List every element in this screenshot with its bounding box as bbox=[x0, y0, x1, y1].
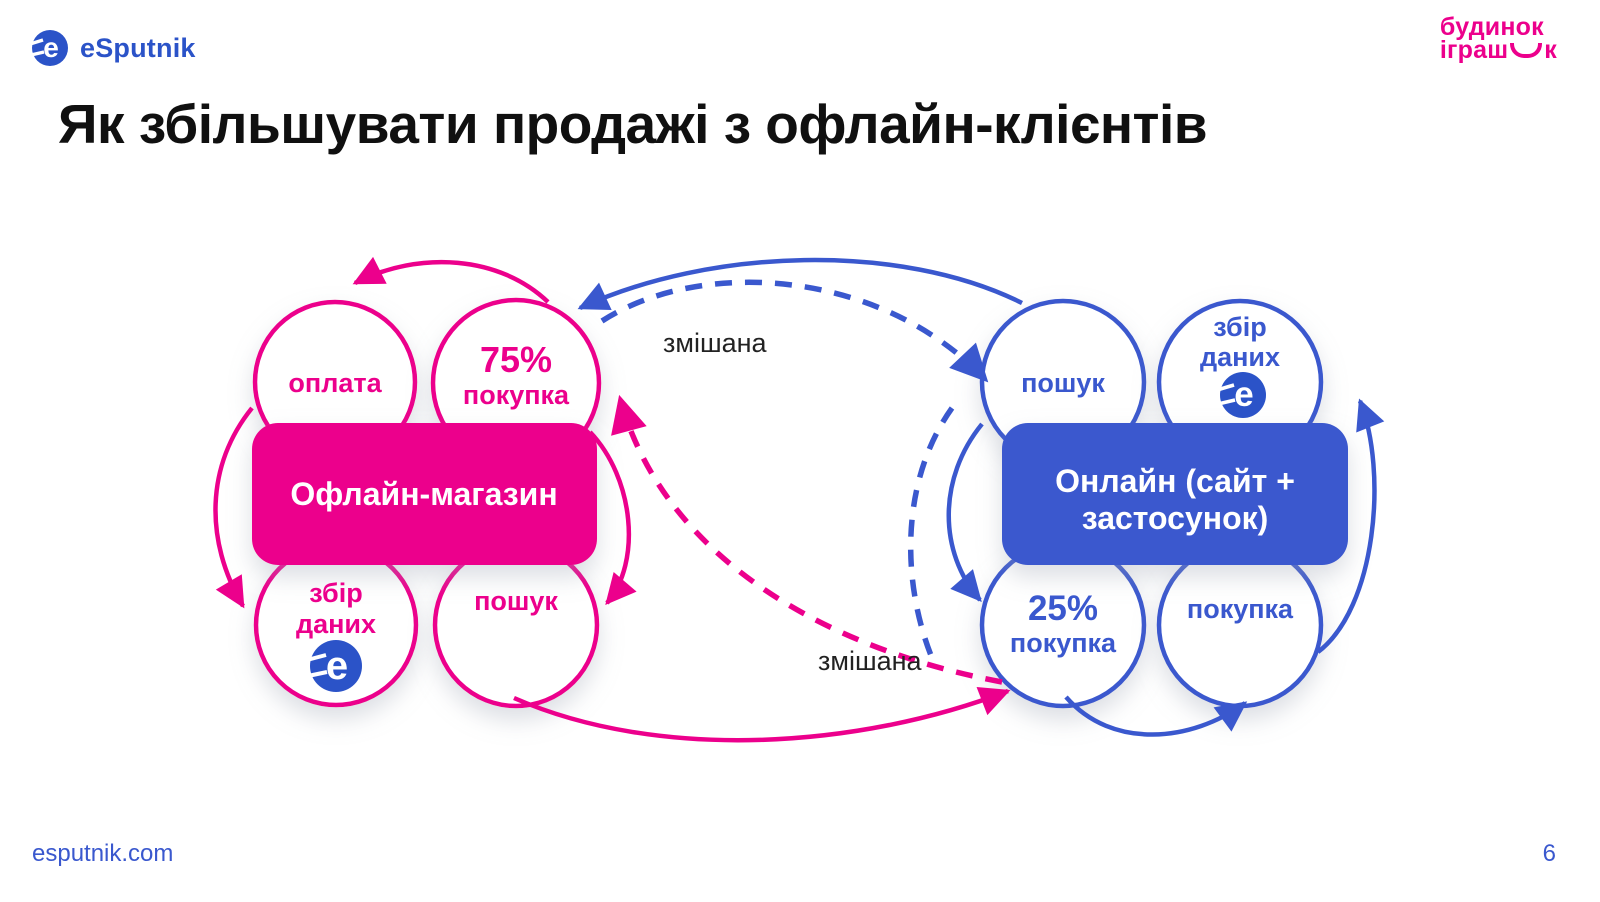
node-offline-data-label2: даних bbox=[296, 609, 376, 639]
svg-text:e: e bbox=[326, 644, 348, 688]
arrow-online-purchase-to-online-data bbox=[1316, 398, 1385, 654]
brand-name: eSputnik bbox=[80, 32, 196, 63]
node-offline-search-label: пошук bbox=[474, 586, 558, 616]
arrow-online-search-to-purchase75 bbox=[577, 257, 1024, 311]
node-online-data-label2: даних bbox=[1200, 342, 1280, 372]
node-purchase75-value: 75% bbox=[480, 339, 552, 380]
node-offline-search-circle bbox=[432, 541, 600, 709]
esputnik-icon-offline: e bbox=[306, 640, 362, 692]
footer-site-link: esputnik.com bbox=[32, 840, 174, 867]
node-online-purchase-label: покупка bbox=[1187, 594, 1294, 624]
offline-cluster bbox=[252, 297, 602, 709]
partner-logo-line1: будинок bbox=[1439, 13, 1544, 41]
node-online-data-label1: збір bbox=[1213, 312, 1266, 342]
arrow-mixed-to-online-search-dashed bbox=[600, 279, 989, 383]
smile-icon bbox=[1510, 43, 1543, 58]
svg-text:e: e bbox=[1234, 375, 1253, 414]
online-center-box bbox=[1002, 423, 1348, 565]
page-number: 6 bbox=[1542, 840, 1556, 867]
partner-logo-line2-start: іграш bbox=[1439, 36, 1509, 64]
partner-logo-line2: іграш к bbox=[1439, 36, 1557, 64]
page-title: Як збільшувати продажі з офлайн-клієнтів bbox=[58, 93, 1208, 155]
offline-center-label: Офлайн-магазин bbox=[290, 476, 557, 512]
esputnik-icon-online: e bbox=[1216, 372, 1266, 418]
node-online-search-label: пошук bbox=[1021, 368, 1105, 398]
esputnik-logo: e eSputnik bbox=[30, 28, 196, 68]
online-center-label2: застосунок) bbox=[1082, 500, 1269, 536]
online-center-label1: Онлайн (сайт + bbox=[1055, 463, 1295, 499]
node-purchase25-label: покупка bbox=[1010, 628, 1117, 658]
node-online-purchase-circle bbox=[1156, 541, 1324, 709]
arrow-purchase75-to-offline-search bbox=[588, 430, 637, 606]
offline-center-box bbox=[252, 423, 597, 565]
node-payment-label: оплата bbox=[288, 368, 382, 398]
arrow-purchase75-to-payment bbox=[352, 256, 550, 304]
partner-logo: будинок іграш к bbox=[1439, 13, 1557, 64]
arrow-online-search-mixed-down-dashed bbox=[907, 406, 955, 660]
esputnik-icon-letter: e bbox=[43, 32, 59, 63]
arrow-mixed-to-purchase75-dashed bbox=[611, 394, 1003, 685]
partner-logo-line2-end: к bbox=[1544, 36, 1557, 64]
esputnik-logo-icon: e bbox=[30, 30, 68, 66]
online-cluster bbox=[979, 298, 1348, 709]
mixed-label-top: змішана bbox=[663, 328, 768, 358]
arrow-payment-to-offline-data bbox=[213, 406, 254, 609]
arrow-online-search-to-purchase25 bbox=[946, 422, 984, 603]
arrow-offline-search-to-purchase25 bbox=[513, 686, 1011, 743]
node-purchase25-value: 25% bbox=[1028, 589, 1098, 628]
node-offline-data-label1: збір bbox=[309, 578, 362, 608]
node-purchase75-label: покупка bbox=[463, 380, 570, 410]
mixed-label-bottom: змішана bbox=[818, 646, 923, 676]
arrow-purchase25-to-online-purchase bbox=[1064, 695, 1248, 737]
